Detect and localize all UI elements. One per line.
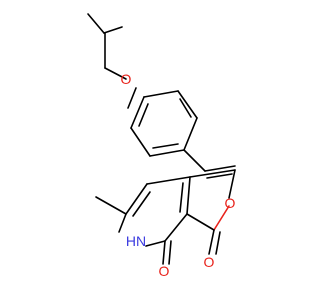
ring-bond [130, 127, 151, 157]
bond-o-c3 [213, 205, 230, 231]
bond-o-ch2 [104, 67, 127, 80]
ring-inner-bond [179, 182, 184, 213]
ring-oxygen-label: O [225, 195, 236, 211]
bond-c7a-c1 [189, 169, 236, 178]
bond-ch2-o [103, 26, 123, 34]
ring-bond [177, 90, 198, 119]
bond-ch-c1 [204, 165, 236, 172]
ring-bond [145, 240, 166, 247]
bond-aryl-ch [183, 149, 206, 172]
bond-c1-o [228, 169, 236, 199]
ring-bond [143, 90, 179, 98]
bond-c3-o-carbonyl [208, 229, 215, 255]
structure-diagram: O O HN O O [87, 13, 236, 279]
bond-o-aryl [127, 87, 137, 109]
nh-label: HN [126, 233, 146, 249]
furanone-ring [186, 169, 236, 255]
bond-c4-o-carbonyl-second [168, 240, 172, 265]
bond-c4-o-carbonyl [162, 240, 166, 265]
ether-oxygen-label: O [121, 71, 132, 87]
bond-ch3-ch2 [87, 13, 105, 34]
lactone-oxygen-label: O [204, 254, 215, 270]
methylidene-bridge [183, 149, 236, 179]
ethoxy-group [87, 13, 137, 109]
ring-bond [164, 213, 188, 242]
ring-bond [118, 213, 127, 233]
ring-inner-bond [132, 191, 151, 217]
bond-c6-methyl [95, 196, 127, 215]
ring-bond [149, 149, 185, 157]
ring-bond [186, 176, 191, 215]
phenyl-ring [130, 90, 198, 157]
ring-bond [146, 176, 191, 185]
ring-bond [130, 96, 145, 129]
lactam-oxygen-label: O [159, 263, 170, 279]
bond-c3-c3a [186, 213, 215, 231]
ring-bond [183, 117, 198, 151]
ring-inner-bond [138, 103, 149, 127]
bond-c3-o-carbonyl-second [215, 231, 221, 255]
ring-bond [125, 183, 148, 215]
ring-inner-bond [179, 98, 192, 118]
bond-ch-c1-second [206, 173, 233, 179]
ring-inner-bond [152, 143, 179, 149]
pyridinone-ring [95, 176, 191, 265]
